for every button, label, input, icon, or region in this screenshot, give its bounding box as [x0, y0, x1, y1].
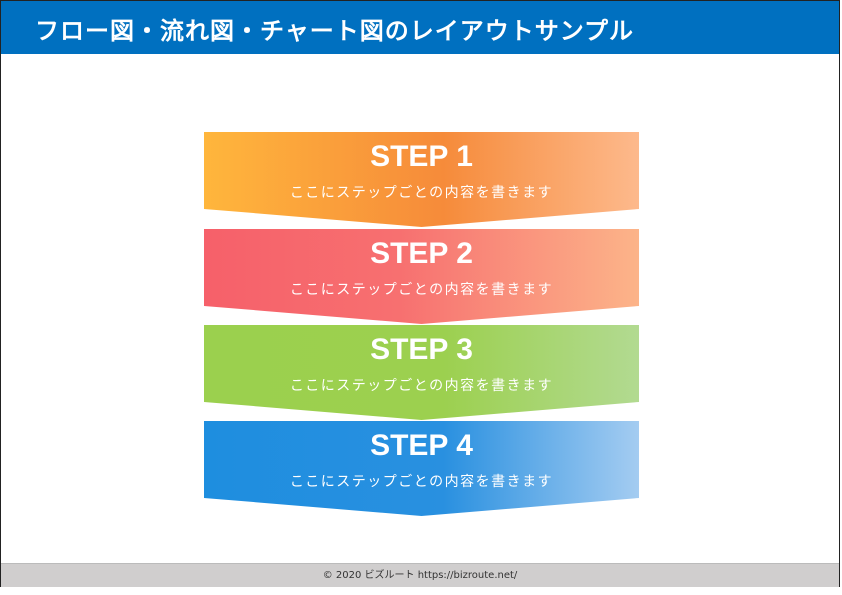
header-bar: フロー図・流れ図・チャート図のレイアウトサンプル — [1, 1, 839, 54]
footer-bar: © 2020 ビズルート https://bizroute.net/ — [1, 563, 839, 587]
step-1-chevron: STEP 1 ここにステップごとの内容を書きます — [204, 132, 639, 227]
page-title: フロー図・流れ図・チャート図のレイアウトサンプル — [35, 17, 635, 45]
step-description: ここにステップごとの内容を書きます — [289, 185, 554, 201]
step-description: ここにステップごとの内容を書きます — [289, 474, 554, 490]
step-2-chevron: STEP 2 ここにステップごとの内容を書きます — [204, 229, 639, 324]
step-4-chevron: STEP 4 ここにステップごとの内容を書きます — [204, 421, 639, 516]
step-3-chevron: STEP 3 ここにステップごとの内容を書きます — [204, 325, 639, 420]
step-title: STEP 3 — [370, 333, 473, 366]
step-description: ここにステップごとの内容を書きます — [289, 378, 554, 394]
step-title: STEP 4 — [370, 429, 473, 462]
step-description: ここにステップごとの内容を書きます — [289, 282, 554, 298]
step-title: STEP 2 — [370, 237, 473, 270]
copyright-text: © 2020 ビズルート https://bizroute.net/ — [322, 570, 518, 581]
step-title: STEP 1 — [370, 140, 473, 173]
